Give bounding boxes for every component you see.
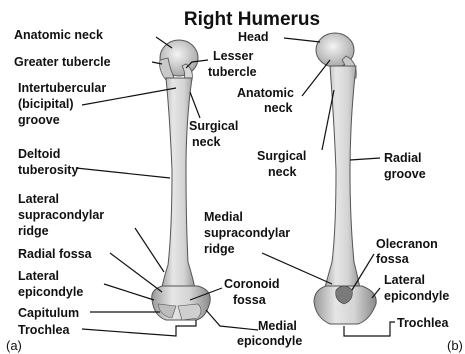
label-medial-supra-line2: supracondylar: [204, 226, 290, 240]
label-lateral-epi-b-line1: Lateral: [384, 273, 425, 287]
humerus-shaft-a: [160, 78, 197, 302]
label-lateral-supra-line3: ridge: [18, 224, 49, 238]
leader-head: [284, 38, 320, 42]
label-anatomic-neck-b-line1: Anatomic: [237, 86, 294, 100]
label-trochlea-b: Trochlea: [397, 316, 449, 330]
label-lateral-supra-line2: supracondylar: [18, 208, 104, 222]
panel-label-a: (a): [6, 338, 22, 353]
leader-radial-groove: [350, 158, 380, 160]
figure-title: Right Humerus: [184, 9, 320, 30]
leader-radial-fossa: [110, 253, 162, 292]
leader-medial-epi: [206, 310, 258, 330]
label-deltoid-line2: tuberosity: [18, 163, 78, 177]
label-coronoid-line2: fossa: [233, 293, 267, 307]
label-olecranon-line2: fossa: [376, 252, 410, 266]
label-lateral-supra-line1: Lateral: [18, 192, 59, 206]
label-lateral-epi-b-line2: epicondyle: [384, 289, 449, 303]
labels: Anatomic neck Head Greater tubercle Less…: [14, 28, 449, 348]
leader-deltoid: [76, 168, 170, 178]
label-radial-groove-line1: Radial: [384, 151, 422, 165]
label-olecranon-line1: Olecranon: [376, 237, 438, 251]
label-surgical-neck-a-line2: neck: [192, 135, 221, 149]
label-capitulum: Capitulum: [18, 306, 79, 320]
label-trochlea-a: Trochlea: [18, 323, 70, 337]
label-anatomic-neck-b-line2: neck: [264, 101, 293, 115]
label-anatomic-neck-a: Anatomic neck: [14, 28, 103, 42]
label-lesser-tubercle-line1: Lesser: [213, 49, 253, 63]
leader-lateral-epi-a: [104, 284, 154, 300]
label-radial-fossa: Radial fossa: [18, 247, 93, 261]
humerus-shaft-b: [322, 66, 362, 300]
label-surgical-neck-b-line1: Surgical: [257, 149, 306, 163]
label-medial-supra-line1: Medial: [204, 210, 243, 224]
label-deltoid-line1: Deltoid: [18, 147, 60, 161]
label-lesser-tubercle-line2: tubercle: [208, 65, 257, 79]
label-intertubercular-line2: (bicipital): [18, 97, 74, 111]
label-medial-epi-line2: epicondyle: [237, 334, 302, 348]
leader-lateral-supra: [135, 228, 164, 272]
label-radial-groove-line2: groove: [384, 167, 426, 181]
leader-trochlea-a: [82, 320, 196, 336]
label-intertubercular-line1: Intertubercular: [18, 81, 106, 95]
label-medial-epi-line1: Medial: [258, 319, 297, 333]
leader-surgical-neck-b: [322, 90, 334, 150]
humerus-anterior-view: [152, 40, 211, 320]
label-surgical-neck-b-line2: neck: [268, 165, 297, 179]
label-greater-tubercle: Greater tubercle: [14, 55, 111, 69]
label-lateral-epi-a-line2: epicondyle: [18, 285, 83, 299]
label-surgical-neck-a-line1: Surgical: [189, 119, 238, 133]
trochlea-shape: [178, 304, 201, 320]
label-lateral-epi-a-line1: Lateral: [18, 269, 59, 283]
leader-surgical-neck-a: [190, 92, 200, 118]
label-coronoid-line1: Coronoid: [224, 277, 280, 291]
label-intertubercular-line3: groove: [18, 113, 60, 127]
leader-anatomic-neck-b: [302, 60, 330, 96]
panel-label-b: (b): [447, 338, 463, 353]
label-head: Head: [238, 30, 269, 44]
label-medial-supra-line3: ridge: [204, 242, 235, 256]
